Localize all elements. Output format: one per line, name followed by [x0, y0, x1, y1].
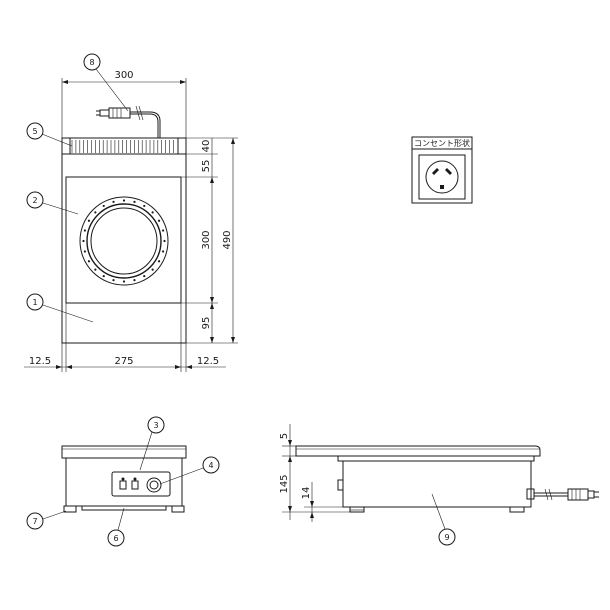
- dim-label-145: 145: [279, 474, 290, 493]
- front-top-plate: [61, 445, 187, 459]
- dim-width-300: 300: [61, 70, 187, 138]
- base-plate: [81, 505, 167, 511]
- side-body: [342, 460, 532, 508]
- side-top-plate: [295, 445, 541, 457]
- svg-text:3: 3: [153, 421, 158, 430]
- callout-5: 5: [26, 122, 73, 147]
- heating-coil: [79, 196, 169, 286]
- callout-9: 9: [431, 493, 456, 546]
- dim-label-inner-width: 275: [114, 356, 133, 367]
- svg-text:2: 2: [32, 196, 37, 205]
- svg-text:4: 4: [208, 461, 213, 470]
- front-foot-left: [63, 505, 77, 513]
- dim-label-left-margin: 12.5: [29, 356, 51, 367]
- vent-slots: [71, 140, 174, 153]
- callout-8: 8: [83, 53, 129, 112]
- top-plate: [65, 176, 182, 304]
- callout-1: 1: [26, 293, 94, 323]
- dim-label-300: 300: [201, 230, 212, 249]
- control-panel: [111, 471, 171, 497]
- side-foot-left: [349, 506, 365, 513]
- callout-2: 2: [26, 191, 79, 215]
- dim-label-14: 14: [301, 487, 312, 500]
- outlet-socket-icon: [425, 160, 459, 194]
- svg-text:9: 9: [444, 533, 449, 542]
- dim-label-5: 5: [279, 433, 290, 439]
- front-foot-right: [171, 505, 185, 513]
- indicator-lamp-2: [131, 480, 139, 490]
- dim-label-width: 300: [114, 70, 133, 81]
- power-cord: [96, 105, 161, 138]
- dim-side-vertical: 5 145 14: [279, 424, 350, 522]
- outlet-shape-diagram: コンセント形状: [411, 136, 473, 204]
- svg-text:7: 7: [32, 517, 37, 526]
- dim-bottom-row: 12.5 275 12.5: [24, 303, 226, 372]
- side-view: 5 145 14 9: [279, 424, 599, 546]
- control-knob: [146, 477, 162, 493]
- side-power-cord: [526, 488, 599, 501]
- top-view-body-outline: [61, 137, 187, 344]
- dim-label-55: 55: [201, 160, 212, 173]
- dim-right-column: 40 55 300 95 490: [181, 137, 238, 344]
- indicator-lamp-1: [119, 480, 127, 490]
- top-view: 300 40 55 300 95 490: [24, 53, 238, 372]
- callout-6: 6: [107, 507, 125, 547]
- svg-text:6: 6: [113, 534, 118, 543]
- dim-label-95: 95: [201, 317, 212, 330]
- dim-label-right-margin: 12.5: [197, 356, 219, 367]
- outlet-title: コンセント形状: [414, 138, 470, 148]
- callout-4: 4: [159, 456, 220, 485]
- svg-text:1: 1: [32, 298, 37, 307]
- callout-7: 7: [26, 510, 67, 530]
- side-foot-right: [509, 506, 525, 513]
- svg-text:8: 8: [89, 58, 94, 67]
- svg-text:5: 5: [32, 127, 37, 136]
- dim-label-40: 40: [201, 140, 212, 153]
- dim-label-490: 490: [222, 230, 233, 249]
- callout-3: 3: [139, 416, 165, 471]
- front-view: 3 4 7 6: [26, 416, 220, 547]
